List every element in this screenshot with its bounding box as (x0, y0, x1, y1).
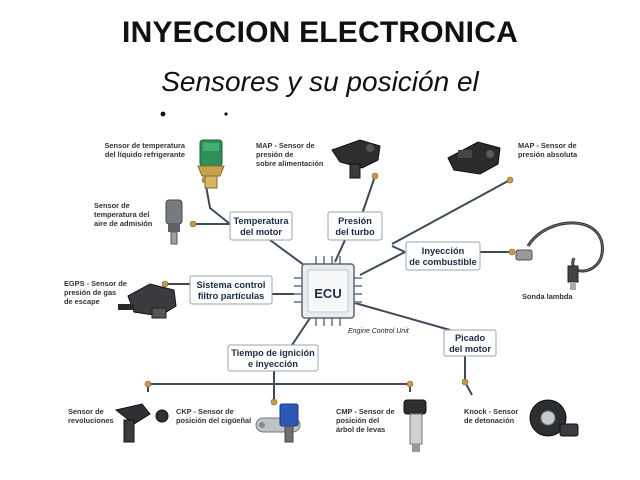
svg-text:del motor: del motor (240, 227, 282, 237)
dot-cmp (406, 380, 414, 388)
category-pres: Presión del turbo (327, 211, 383, 241)
svg-text:del motor: del motor (449, 344, 491, 354)
sensor-caption-coolant: Sensor de temperatura del líquido refrig… (104, 141, 185, 159)
subtitle-cutoff-mask (150, 100, 490, 124)
sensor-caption-knock: Knock - Sensor de detonación (464, 407, 518, 425)
svg-text:posición del cigüeñal: posición del cigüeñal (176, 416, 251, 425)
sensor-caption-rev: Sensor de revoluciones (68, 407, 114, 425)
dot-map2 (506, 176, 514, 184)
connector-lines (147, 175, 512, 402)
knock-sensor-picture (529, 399, 579, 437)
dot-air (189, 220, 197, 228)
svg-text:presión de: presión de (256, 150, 293, 159)
line-map2 (391, 179, 511, 245)
line-picado-ecu (354, 302, 451, 331)
egps-sensor-picture (118, 283, 177, 319)
dot-knock (461, 378, 469, 386)
sensor-caption-egps: EGPS - Sensor de presión de gas de escap… (64, 279, 127, 306)
svg-text:sobre alimentación: sobre alimentación (256, 159, 324, 168)
line-map2-to-iny (391, 245, 406, 253)
svg-text:Sistema control: Sistema control (197, 280, 266, 290)
dot-rev (144, 380, 152, 388)
line-temp-coolant (204, 179, 231, 225)
svg-text:del líquido refrigerante: del líquido refrigerante (105, 150, 185, 159)
category-picado: Picado del motor (443, 329, 497, 357)
svg-text:posición del: posición del (336, 416, 379, 425)
svg-text:de combustible: de combustible (409, 257, 476, 267)
svg-text:presión de gas: presión de gas (64, 288, 116, 297)
svg-text:EGPS - Sensor de: EGPS - Sensor de (64, 279, 127, 288)
ecu-chip: ECU (294, 256, 362, 326)
svg-text:CMP - Sensor de: CMP - Sensor de (336, 407, 395, 416)
air-temp-sensor-picture (165, 199, 183, 245)
line-pres-ecu (334, 239, 346, 263)
svg-text:árbol de levas: árbol de levas (336, 425, 385, 434)
svg-text:aire de admisión: aire de admisión (94, 219, 153, 228)
svg-text:del turbo: del turbo (335, 227, 375, 237)
svg-text:Tiempo de ignición: Tiempo de ignición (231, 348, 315, 358)
map1-sensor-picture (331, 139, 381, 179)
sensor-caption-cmp: CMP - Sensor de posición del árbol de le… (336, 407, 395, 434)
sensor-caption-ckp: CKP - Sensor de posición del cigüeñal (176, 407, 251, 425)
svg-text:CKP - Sensor de: CKP - Sensor de (176, 407, 234, 416)
svg-text:de detonación: de detonación (464, 416, 515, 425)
svg-text:Inyección: Inyección (422, 246, 465, 256)
svg-text:Temperatura: Temperatura (234, 216, 290, 226)
svg-text:Knock - Sensor: Knock - Sensor (464, 407, 518, 416)
page-title: INYECCION ELECTRONICA (122, 16, 518, 49)
page-subtitle: Sensores y su posición el (161, 66, 479, 97)
line-temp-ecu (269, 239, 309, 269)
svg-text:e inyección: e inyección (248, 359, 298, 369)
sensor-caption-air: Sensor de temperatura del aire de admisi… (94, 201, 153, 228)
map2-sensor-picture (447, 141, 501, 175)
svg-text:MAP - Sensor de: MAP - Sensor de (518, 141, 577, 150)
sensor-caption-map2: MAP - Sensor de presión absoluta (518, 141, 578, 159)
line-iny-ecu (359, 251, 406, 276)
dot-lambda (508, 248, 516, 256)
category-iny: Inyección de combustible (405, 241, 481, 271)
svg-text:Presión: Presión (338, 216, 372, 226)
svg-text:Sensor de: Sensor de (68, 407, 104, 416)
svg-text:temperatura del: temperatura del (94, 210, 149, 219)
category-ign: Tiempo de ignición e inyección (227, 344, 319, 372)
lambda-sensor-picture (515, 221, 604, 290)
svg-text:MAP - Sensor de: MAP - Sensor de (256, 141, 315, 150)
svg-text:de escape: de escape (64, 297, 100, 306)
line-ign-ecu (291, 317, 311, 346)
svg-text:Sensor de: Sensor de (94, 201, 130, 210)
svg-text:Picado: Picado (455, 333, 486, 343)
dot-egps (161, 280, 169, 288)
dot-map1 (371, 172, 379, 180)
ecu-label: ECU (314, 286, 341, 301)
category-temp: Temperatura del motor (229, 211, 293, 241)
line-picado-knock (464, 356, 473, 396)
dot-ckp (270, 398, 278, 406)
svg-text:presión absoluta: presión absoluta (518, 150, 578, 159)
sensor-caption-lambda: Sonda lambda (522, 292, 573, 301)
svg-text:Sensor de temperatura: Sensor de temperatura (104, 141, 185, 150)
coolant-sensor-picture (197, 139, 225, 189)
svg-text:filtro partículas: filtro partículas (198, 291, 264, 301)
svg-text:Sonda lambda: Sonda lambda (522, 292, 573, 301)
cutoff-text-remnants (160, 111, 228, 117)
category-filtro: Sistema control filtro partículas (189, 275, 273, 305)
cmp-sensor-picture (403, 399, 427, 452)
svg-text:revoluciones: revoluciones (68, 416, 114, 425)
rpm-sensor-picture (114, 403, 169, 443)
ckp-sensor-picture (255, 403, 301, 443)
sensor-caption-map1: MAP - Sensor de presión de sobre aliment… (256, 141, 324, 168)
ecu-caption: Engine Control Unit (348, 328, 410, 335)
